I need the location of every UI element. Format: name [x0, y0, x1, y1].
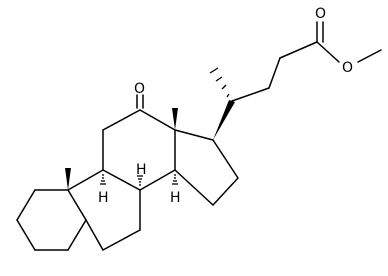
bond	[102, 169, 141, 191]
h8-label: H	[136, 162, 147, 178]
bond	[316, 41, 340, 63]
bond	[16, 189, 36, 221]
bond	[139, 169, 176, 191]
bond	[67, 219, 87, 251]
bond	[279, 41, 318, 59]
bond	[16, 219, 36, 251]
c10-methyl-wedge	[65, 168, 71, 190]
bond	[139, 109, 176, 131]
bond	[102, 229, 141, 251]
bond	[212, 177, 239, 206]
bond	[67, 189, 87, 221]
bond	[174, 169, 214, 206]
h14-label: H	[170, 190, 181, 206]
ring-d	[174, 129, 239, 206]
bond	[231, 87, 270, 102]
bond	[268, 57, 281, 89]
bond	[67, 169, 104, 191]
h9-label: H	[98, 190, 109, 206]
c13-methyl-wedge	[172, 108, 178, 130]
bond	[102, 109, 141, 131]
ketone-oxygen-label: O	[134, 81, 145, 97]
bond	[212, 139, 239, 179]
c20-methyl-hash	[209, 67, 230, 98]
h8-hash	[137, 175, 143, 186]
h14-hash	[172, 174, 178, 185]
ketone-double-bond	[136, 94, 144, 109]
bond	[85, 219, 104, 251]
ester-single-bonds	[316, 41, 382, 63]
ester-oxygen-label: O	[342, 60, 353, 76]
side-chain	[231, 41, 318, 102]
c17-side-chain-wedge	[213, 100, 235, 140]
ester-carbonyl-double-bond	[316, 21, 324, 43]
ring-c	[102, 109, 176, 191]
bond	[357, 49, 382, 63]
bond	[174, 129, 214, 141]
h9-hash	[100, 174, 106, 185]
ring-a	[16, 189, 87, 251]
ring-b	[67, 169, 141, 251]
ester-carbonyl-oxygen-label: O	[315, 6, 326, 22]
